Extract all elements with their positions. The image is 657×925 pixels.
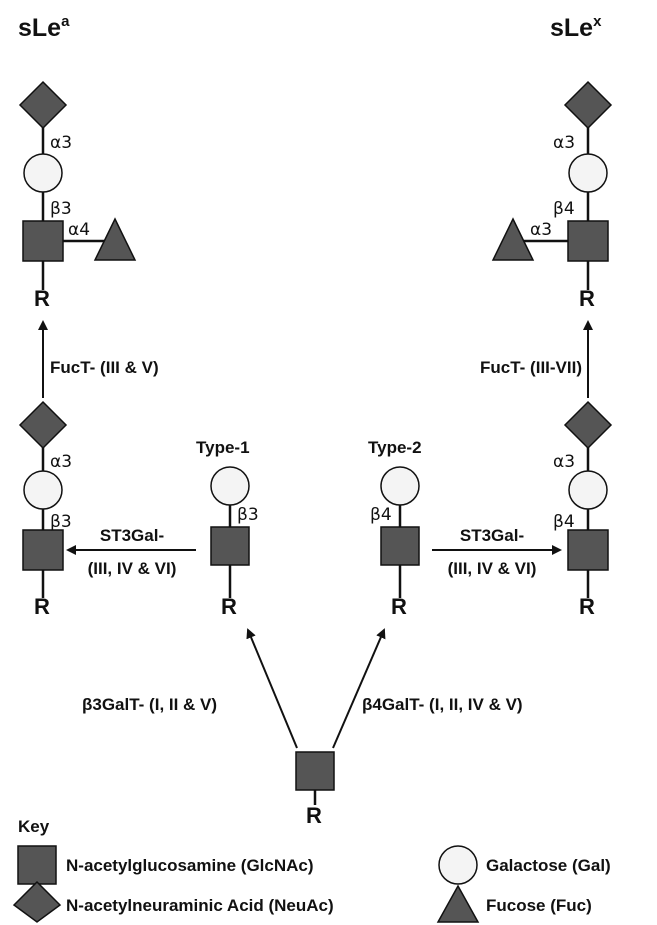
link-label: α3: [530, 220, 552, 240]
link-label: α4: [68, 220, 90, 240]
galactose-circle-icon: [23, 470, 63, 510]
slea-structure: α3 β3 α4 R: [18, 80, 137, 311]
link-label: α3: [553, 133, 575, 153]
link-label: β3: [237, 505, 259, 525]
title-slex: sLex: [550, 13, 602, 42]
legend-galactose-label: Galactose (Gal): [486, 856, 611, 875]
root-r-label: R: [221, 594, 237, 619]
neuac-diamond-icon: [563, 400, 613, 450]
glcnac-square-icon: [380, 526, 420, 566]
link-label: β3: [50, 512, 72, 532]
neuac-diamond-icon: [563, 80, 613, 130]
circle-icon: [438, 845, 478, 885]
fuct-right-label: FucT- (III-VII): [480, 358, 582, 377]
st3gal-right-label-1: ST3Gal-: [460, 526, 524, 545]
galactose-circle-icon: [23, 153, 63, 193]
b4galt-arrow: [332, 628, 386, 749]
root-r-label: R: [34, 594, 50, 619]
neuac-diamond-icon: [18, 400, 68, 450]
root-r-label: R: [579, 286, 595, 311]
root-r-label: R: [391, 594, 407, 619]
square-icon: [17, 845, 57, 885]
type2-label: Type-2: [368, 438, 422, 457]
b3galt-label: β3GalT- (I, II & V): [82, 695, 217, 714]
legend-glcnac-label: N-acetylglucosamine (GlcNAc): [66, 856, 314, 875]
fucose-triangle-icon: [491, 217, 535, 261]
legend-title: Key: [18, 817, 50, 836]
triangle-icon: [436, 884, 480, 923]
base-structure: R: [295, 751, 335, 828]
b3galt-arrow: [246, 628, 298, 749]
root-r-label: R: [34, 286, 50, 311]
link-label: α3: [50, 452, 72, 472]
sialyl-type2-structure: α3 β4 R: [553, 400, 613, 619]
neuac-diamond-icon: [18, 80, 68, 130]
st3gal-left-label-1: ST3Gal-: [100, 526, 164, 545]
legend-fucose-label: Fucose (Fuc): [486, 896, 592, 915]
type1-structure: Type-1 β3 R: [196, 438, 259, 619]
link-label: β4: [553, 512, 575, 532]
link-label: α3: [553, 452, 575, 472]
glcnac-square-icon: [22, 220, 64, 262]
fuct-left-label: FucT- (III & V): [50, 358, 159, 377]
type2-structure: Type-2 β4 R: [368, 438, 422, 619]
galactose-circle-icon: [568, 470, 608, 510]
st3gal-right-label-2: (III, IV & VI): [448, 559, 537, 578]
type1-label: Type-1: [196, 438, 250, 457]
link-label: α3: [50, 133, 72, 153]
root-r-label: R: [579, 594, 595, 619]
galactose-circle-icon: [568, 153, 608, 193]
glcnac-square-icon: [295, 751, 335, 791]
glcnac-square-icon: [567, 220, 609, 262]
fucose-triangle-icon: [93, 217, 137, 261]
diamond-icon: [12, 880, 62, 923]
link-label: β3: [50, 199, 72, 219]
title-slea: sLea: [18, 13, 70, 42]
slex-structure: α3 β4 α3 R: [491, 80, 613, 311]
link-label: β4: [553, 199, 575, 219]
st3gal-left-label-2: (III, IV & VI): [88, 559, 177, 578]
legend: Key N-acetylglucosamine (GlcNAc) Galacto…: [12, 817, 611, 923]
root-r-label: R: [306, 803, 322, 828]
b4galt-label: β4GalT- (I, II, IV & V): [362, 695, 523, 714]
galactose-circle-icon: [210, 466, 250, 506]
glcnac-square-icon: [210, 526, 250, 566]
glcnac-square-icon: [567, 529, 609, 571]
glcnac-square-icon: [22, 529, 64, 571]
legend-neuac-label: N-acetylneuraminic Acid (NeuAc): [66, 896, 334, 915]
galactose-circle-icon: [380, 466, 420, 506]
link-label: β4: [370, 505, 392, 525]
sialyl-type1-structure: α3 β3 R: [18, 400, 72, 619]
